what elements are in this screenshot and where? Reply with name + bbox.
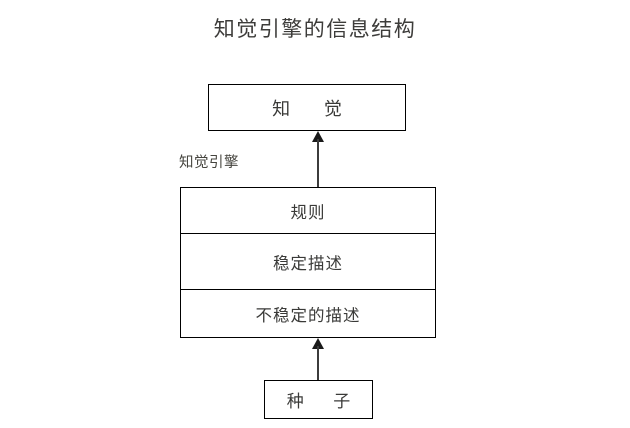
arrow-engine-to-perception xyxy=(311,131,325,188)
stack-row-unstable-description: 不稳定的描述 xyxy=(181,290,435,337)
stack-row-rules: 规则 xyxy=(181,188,435,234)
engine-group-label: 知觉引擎 xyxy=(179,155,239,171)
arrow-shaft xyxy=(317,139,320,188)
stack-row-unstable-description-label: 不稳定的描述 xyxy=(255,305,361,325)
engine-stack: 规则 稳定描述 不稳定的描述 xyxy=(180,187,436,338)
arrowhead-up-icon xyxy=(311,131,324,142)
arrow-seed-to-engine xyxy=(311,338,325,381)
node-seed: 种 子 xyxy=(264,380,373,419)
node-perception: 知 觉 xyxy=(208,84,406,131)
arrowhead-up-icon xyxy=(311,338,324,349)
arrow-shaft xyxy=(317,346,320,381)
stack-row-stable-description: 稳定描述 xyxy=(181,234,435,290)
page-title: 知觉引擎的信息结构 xyxy=(213,17,417,41)
node-seed-label: 种 子 xyxy=(286,392,363,412)
node-perception-label: 知 觉 xyxy=(272,98,356,120)
stack-row-stable-description-label: 稳定描述 xyxy=(273,253,343,273)
stack-row-rules-label: 规则 xyxy=(290,202,326,222)
